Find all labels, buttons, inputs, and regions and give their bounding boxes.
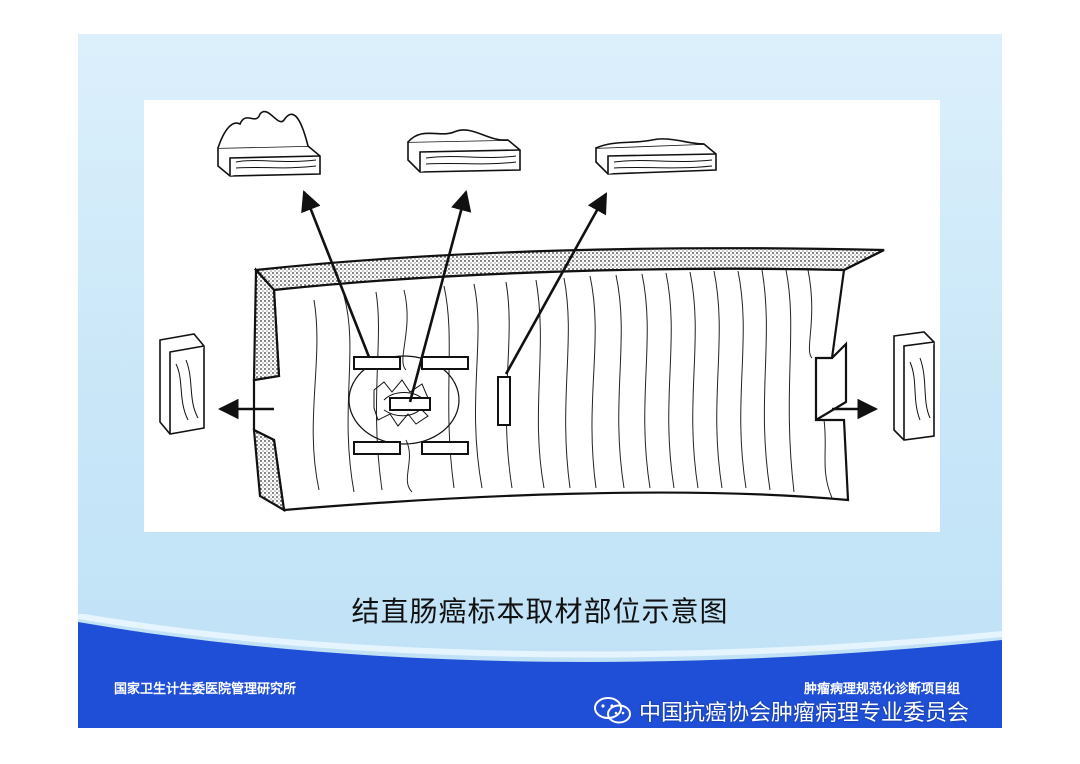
tissue-block-3 bbox=[595, 138, 717, 175]
tissue-block-5 bbox=[893, 331, 935, 441]
colorectal-specimen-diagram bbox=[159, 110, 935, 513]
direction-arrows bbox=[217, 189, 879, 420]
slide: 结直肠癌标本取材部位示意图 国家卫生计生委医院管理研究所 肿瘤病理规范化诊断项目… bbox=[78, 34, 1002, 728]
footer-institution: 国家卫生计生委医院管理研究所 bbox=[114, 682, 297, 697]
diagram-panel bbox=[144, 100, 940, 532]
wechat-icon bbox=[593, 695, 633, 727]
mucosal-folds bbox=[312, 269, 833, 499]
bowel-specimen bbox=[252, 247, 885, 513]
sampling-sites bbox=[353, 356, 511, 455]
diagram-caption: 结直肠癌标本取材部位示意图 bbox=[351, 595, 729, 628]
tissue-block-4 bbox=[159, 333, 205, 435]
tissue-block-2 bbox=[407, 129, 521, 173]
watermark-text: 中国抗癌协会肿瘤病理专业委员会 bbox=[639, 701, 970, 726]
footer-project: 肿瘤病理规范化诊断项目组 bbox=[803, 682, 960, 697]
tissue-block-1 bbox=[217, 110, 321, 177]
footer-band bbox=[78, 614, 1002, 728]
watermark: 中国抗癌协会肿瘤病理专业委员会 bbox=[593, 695, 969, 727]
